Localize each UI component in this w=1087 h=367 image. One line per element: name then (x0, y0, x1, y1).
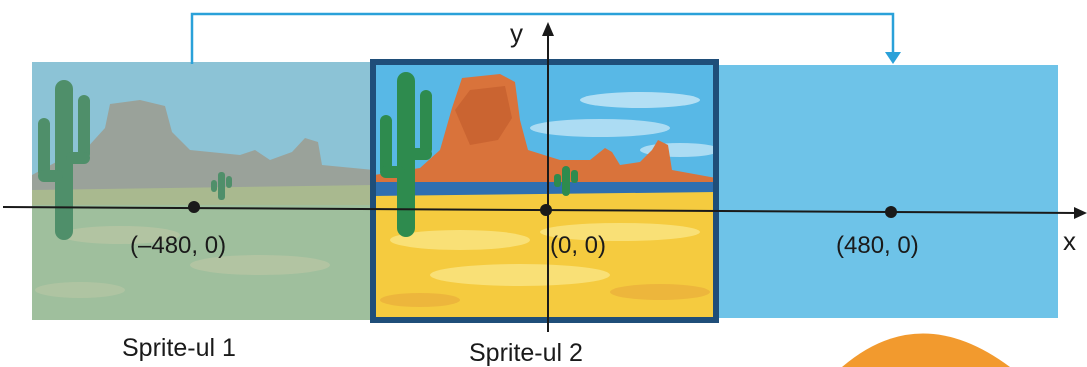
point-origin-label: (0, 0) (550, 232, 607, 259)
sprite-1-panel (32, 62, 374, 320)
x-axis-label: x (1063, 226, 1076, 256)
sprite-2-panel (374, 62, 716, 320)
y-axis-label: y (510, 18, 523, 48)
point-left-label: (–480, 0) (130, 232, 227, 259)
sprite-2-label: Sprite-ul 2 (469, 339, 583, 367)
x-axis-arrow (1074, 207, 1087, 219)
sprite-3-panel (716, 65, 1058, 318)
sprite-1-label: Sprite-ul 1 (122, 334, 236, 362)
y-axis-arrow (542, 22, 554, 36)
cactus-icon (380, 72, 578, 237)
arrow-icon (190, 12, 895, 64)
point-origin (540, 204, 552, 216)
cactus-icon (38, 80, 232, 240)
sun-icon (842, 333, 1010, 367)
stage-frame (370, 59, 719, 323)
arrow-head (885, 52, 901, 64)
point-left (188, 201, 200, 213)
point-right (885, 206, 897, 218)
point-right-label: (480, 0) (836, 232, 919, 259)
